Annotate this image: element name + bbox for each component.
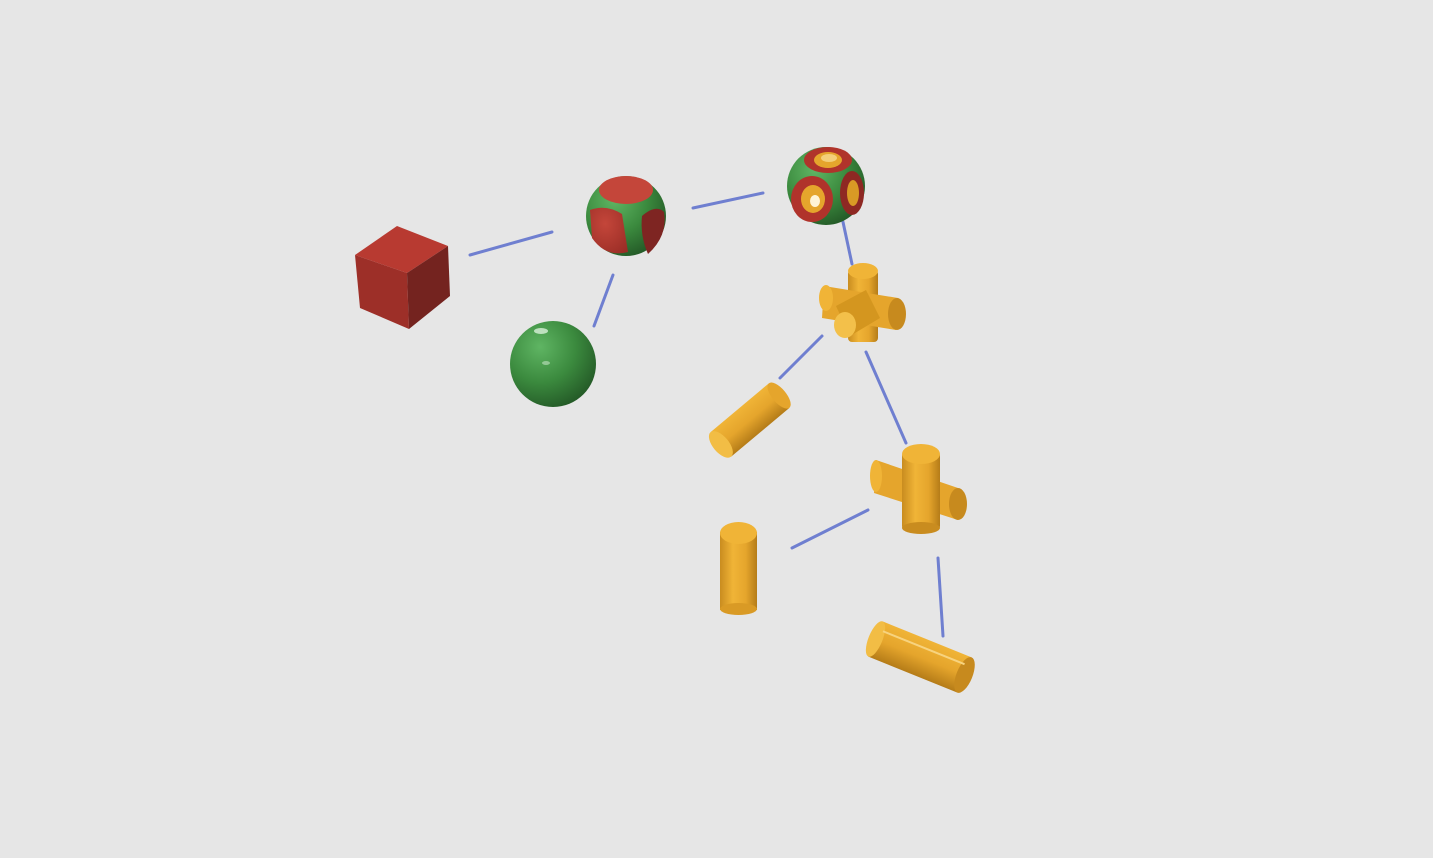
cylinder-z-highlight — [882, 630, 965, 666]
union2-vertical-top — [902, 444, 940, 464]
result-difference-node — [787, 147, 865, 225]
cylinder-x-body — [710, 383, 790, 457]
cylinder-x-node — [708, 382, 791, 458]
union2-vertical-cylinder — [902, 452, 940, 530]
sphere-highlight — [534, 328, 548, 334]
union-2-cylinders-node — [870, 444, 967, 534]
result-right-hole — [847, 180, 859, 206]
sphere-shape — [510, 321, 596, 407]
cylinder-z-body — [868, 621, 972, 693]
intersection-node — [586, 176, 666, 256]
cube-left-face — [355, 255, 409, 329]
cylinder-x-front-end — [708, 431, 733, 458]
cylinder-x-back-end — [767, 382, 791, 409]
union3-depth-front-end — [834, 312, 856, 338]
union3-vertical-top — [848, 263, 878, 279]
union2-horizontal-right-end — [949, 488, 967, 520]
edge-union3-cylx — [778, 334, 824, 380]
cylinder-y-bottom — [720, 603, 757, 615]
sphere-node — [510, 321, 596, 407]
cylinder-y-node — [720, 522, 757, 615]
result-left-hole-inner — [810, 195, 820, 207]
cube-right-face — [407, 246, 450, 329]
edge-intersection-sphere — [592, 273, 615, 328]
edge-union2-cylz — [936, 556, 945, 638]
union3-horizontal-left-end — [819, 285, 833, 311]
union3-horizontal-end — [888, 298, 906, 330]
edge-union3-union2 — [864, 350, 908, 445]
union2-horizontal-left-end — [870, 460, 882, 492]
cylinder-y-body — [720, 532, 757, 610]
edge-union2-cyly — [790, 508, 870, 550]
union2-vertical-bottom — [902, 522, 940, 534]
edge-result-union3 — [841, 220, 854, 266]
cylinder-z-front-end — [865, 621, 886, 657]
cube-top-face — [355, 226, 448, 273]
edge-result-intersection — [691, 191, 765, 210]
intersection-top-face — [599, 176, 653, 204]
sphere-highlight-2 — [542, 361, 550, 365]
cylinder-z-back-end — [954, 657, 975, 693]
result-top-hole-inner — [821, 154, 837, 162]
intersection-right-face — [641, 208, 665, 254]
connectors — [468, 191, 945, 638]
intersection-left-face — [590, 207, 628, 254]
edge-intersection-cube — [468, 230, 554, 257]
union-3-cylinders-node — [819, 263, 906, 342]
cylinder-z-node — [865, 621, 975, 693]
cube-node — [355, 226, 450, 329]
cylinder-y-top — [720, 522, 757, 544]
